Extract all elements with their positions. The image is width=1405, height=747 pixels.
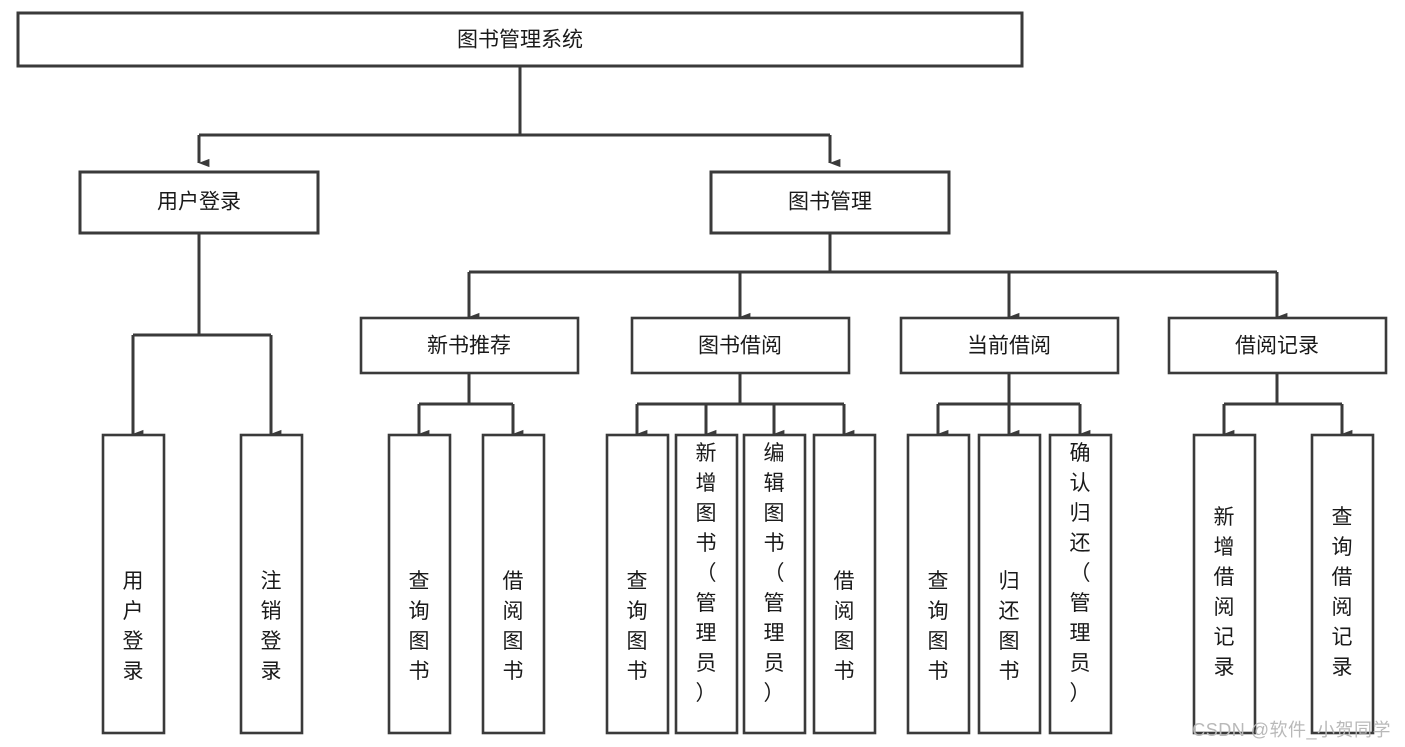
leaf-records-add[interactable]: 新增借阅记录: [1192, 433, 1257, 735]
leaf-borrow-do-box[interactable]: [812, 433, 877, 735]
node-borrow-records[interactable]: 借阅记录: [1167, 316, 1388, 375]
leaf-borrow-add-label: 新增图书（管理员）: [696, 442, 717, 705]
leaf-current-return-box[interactable]: [977, 433, 1042, 735]
leaf-current-return[interactable]: 归还图书: [977, 433, 1042, 735]
leaf-borrow-do[interactable]: 借阅图书: [812, 433, 877, 735]
leaf-records-query-label: 查询借阅记录: [1332, 506, 1353, 679]
leaf-newbooks-borrow[interactable]: 借阅图书: [481, 433, 546, 735]
node-root-label: 图书管理系统: [457, 29, 583, 52]
leaf-current-return-label: 归还图书: [999, 570, 1020, 683]
node-book-borrow-box[interactable]: [630, 316, 851, 375]
node-book-borrow[interactable]: 图书借阅: [630, 316, 851, 375]
leaf-borrow-add[interactable]: 新增图书（管理员）: [674, 433, 739, 735]
node-user-login-box[interactable]: [78, 170, 320, 235]
leaf-borrow-edit-box[interactable]: [742, 433, 807, 735]
leaf-current-confirm[interactable]: 确认归还（管理员）: [1048, 433, 1113, 735]
leaf-records-query-box[interactable]: [1310, 433, 1375, 735]
node-new-books-box[interactable]: [359, 316, 580, 375]
node-borrow-records-box[interactable]: [1167, 316, 1388, 375]
node-book-manage-box[interactable]: [709, 170, 951, 235]
leaf-newbooks-query[interactable]: 查询图书: [387, 433, 452, 735]
leaf-logout[interactable]: 注销登录: [239, 433, 304, 735]
leaf-logout-label: 注销登录: [261, 570, 282, 683]
leaf-newbooks-query-label: 查询图书: [409, 570, 430, 683]
leaf-borrow-do-label: 借阅图书: [834, 570, 855, 683]
leaf-records-add-box[interactable]: [1192, 433, 1257, 735]
connector-group: [131, 66, 1353, 439]
node-borrow-records-label: 借阅记录: [1235, 335, 1319, 358]
leaf-user-login-box[interactable]: [101, 433, 166, 735]
node-new-books-label: 新书推荐: [427, 335, 511, 358]
node-book-manage-label: 图书管理: [788, 191, 872, 214]
leaf-logout-box[interactable]: [239, 433, 304, 735]
leaf-newbooks-query-box[interactable]: [387, 433, 452, 735]
leaf-current-query-label: 查询图书: [928, 570, 949, 683]
leaf-current-confirm-box[interactable]: [1048, 433, 1113, 735]
leaf-borrow-edit-label: 编辑图书（管理员）: [764, 442, 785, 705]
leaf-current-confirm-label: 确认归还（管理员）: [1070, 442, 1091, 705]
node-current-borrow-label: 当前借阅: [967, 335, 1051, 358]
leaf-newbooks-borrow-box[interactable]: [481, 433, 546, 735]
node-root-box[interactable]: [16, 11, 1024, 68]
node-user-login[interactable]: 用户登录: [78, 170, 320, 235]
leaf-current-query-box[interactable]: [906, 433, 971, 735]
node-root[interactable]: 图书管理系统: [16, 11, 1024, 68]
leaf-borrow-query-box[interactable]: [605, 433, 670, 735]
node-current-borrow[interactable]: 当前借阅: [899, 316, 1120, 375]
leaf-borrow-query-label: 查询图书: [627, 570, 648, 683]
node-new-books[interactable]: 新书推荐: [359, 316, 580, 375]
leaf-borrow-add-box[interactable]: [674, 433, 739, 735]
leaf-records-query[interactable]: 查询借阅记录: [1310, 433, 1375, 735]
leaf-borrow-edit[interactable]: 编辑图书（管理员）: [742, 433, 807, 735]
leaf-current-query[interactable]: 查询图书: [906, 433, 971, 735]
node-book-borrow-label: 图书借阅: [698, 335, 782, 358]
node-book-manage[interactable]: 图书管理: [709, 170, 951, 235]
leaf-records-add-label: 新增借阅记录: [1214, 506, 1235, 679]
leaf-borrow-query[interactable]: 查询图书: [605, 433, 670, 735]
leaf-user-login-label: 用户登录: [123, 570, 144, 683]
leaf-newbooks-borrow-label: 借阅图书: [503, 570, 524, 683]
node-user-login-label: 用户登录: [157, 191, 241, 214]
leaf-user-login[interactable]: 用户登录: [101, 433, 166, 735]
node-current-borrow-box[interactable]: [899, 316, 1120, 375]
